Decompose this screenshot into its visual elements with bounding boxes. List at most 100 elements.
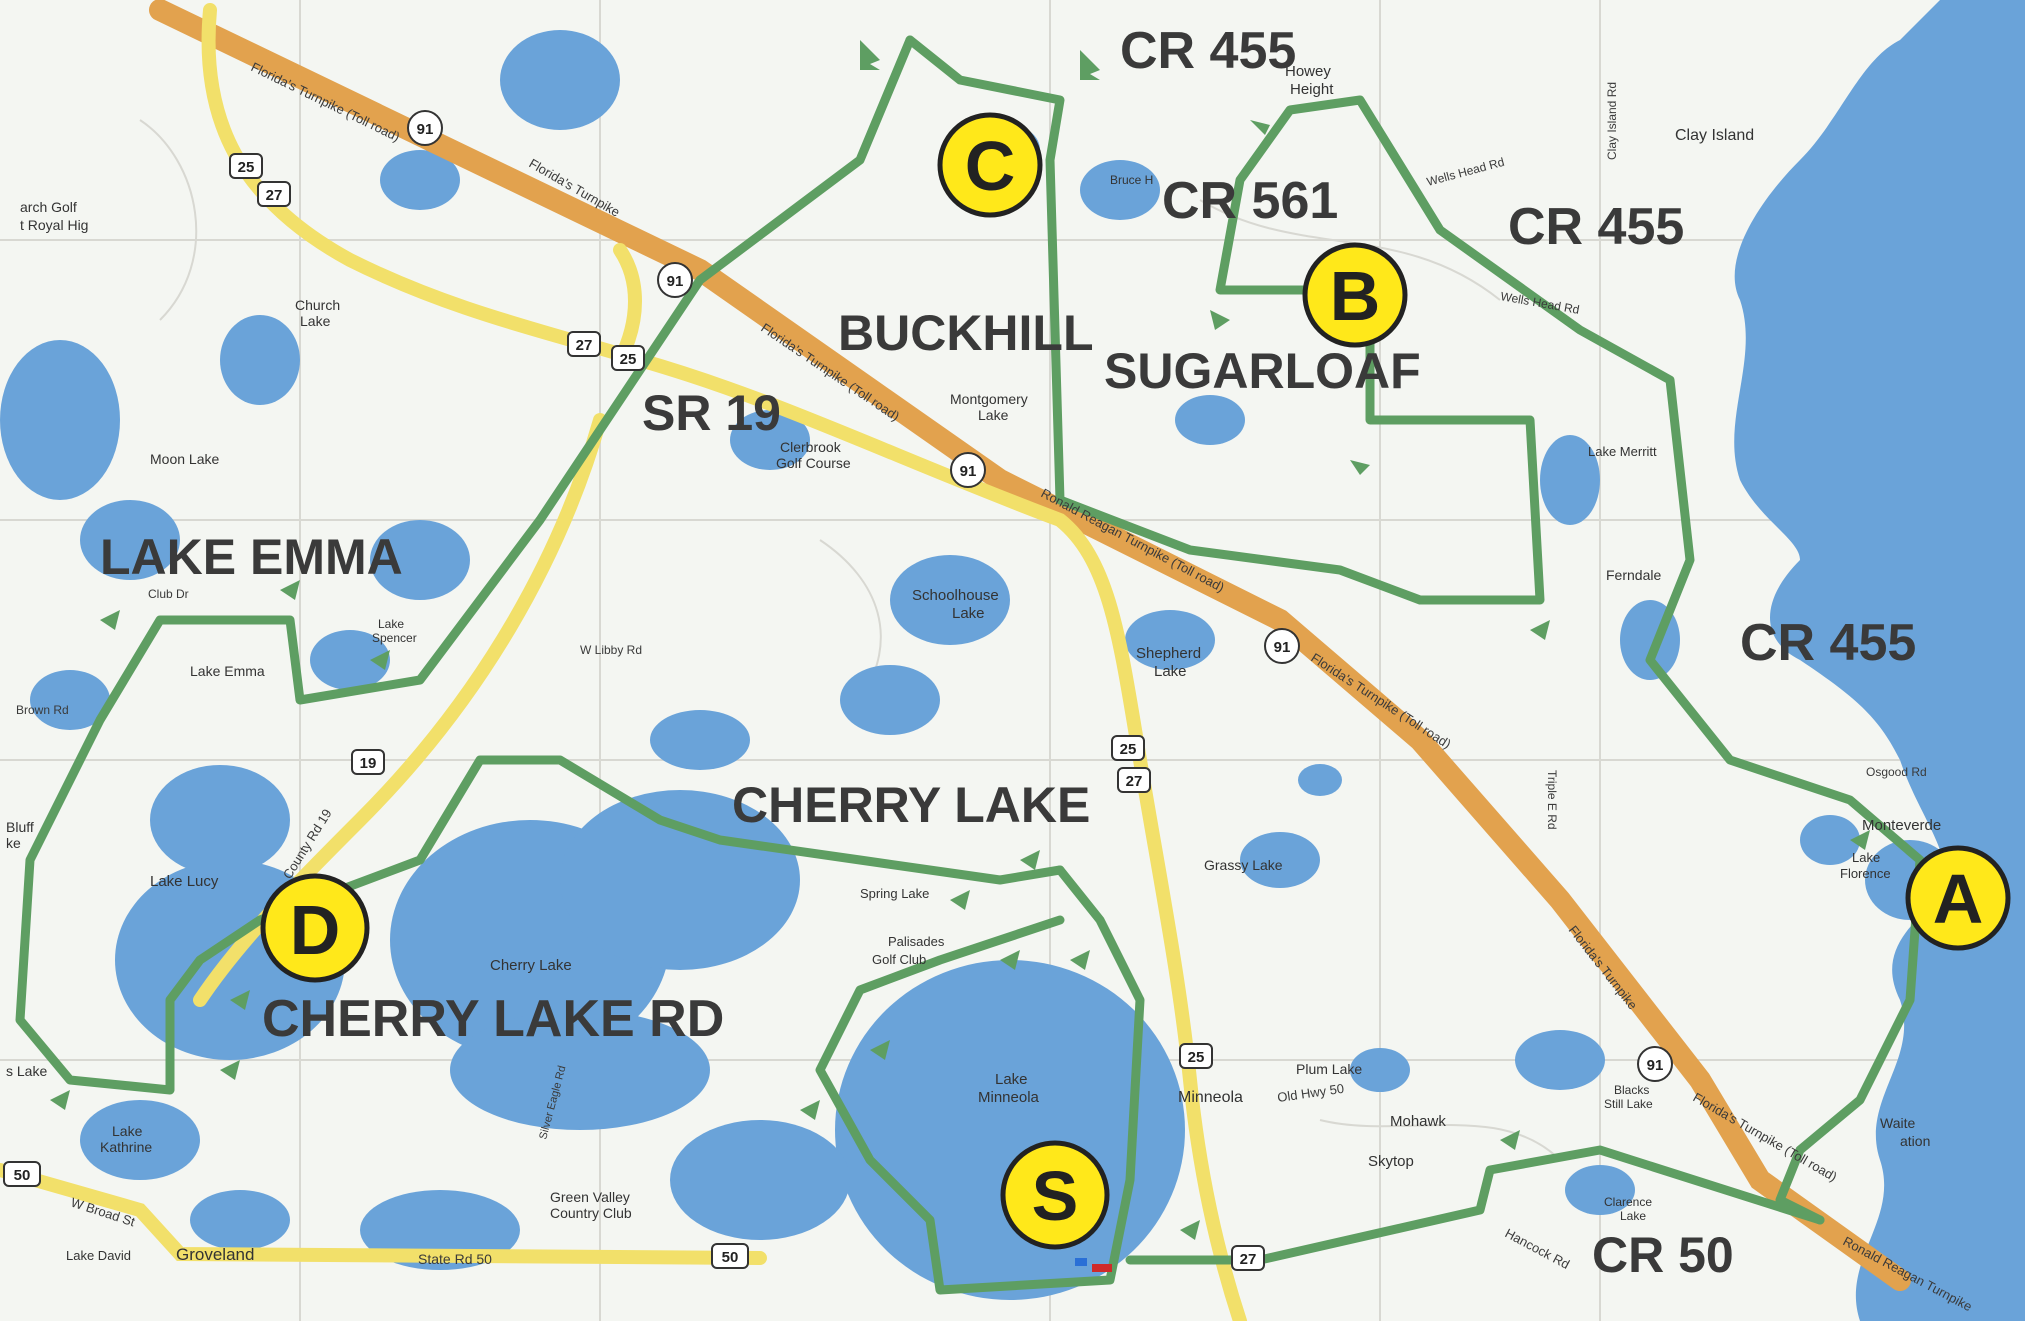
lake-harris: [1734, 0, 2025, 1321]
curved-arrow-icon: [1080, 50, 1100, 80]
place-montgomery-2: Lake: [978, 407, 1009, 423]
place-clerbrook-2: Golf Course: [776, 455, 851, 471]
route-c-d-loop: [15, 35, 1065, 1095]
place-clarence-1: Clarence: [1604, 1195, 1652, 1209]
place-schoolhouse-2: Lake: [952, 605, 985, 622]
checkpoint-d-letter: D: [290, 891, 341, 969]
place-kathrine-2: Kathrine: [100, 1139, 152, 1155]
place-plum-lake: Plum Lake: [1296, 1061, 1362, 1077]
place-minneola-1: Lake: [995, 1071, 1028, 1088]
curved-arrow-icon: [220, 1060, 240, 1080]
curved-arrow-icon: [1350, 460, 1370, 475]
place-florence-2: Florence: [1840, 866, 1891, 881]
place-shepherd-2: Lake: [1154, 663, 1187, 680]
place-montgomery-1: Montgomery: [950, 391, 1028, 407]
shield-label: 25: [620, 351, 637, 368]
curved-arrow-icon: [800, 1100, 820, 1120]
place-lake-lucy: Lake Lucy: [150, 873, 219, 890]
label-lake-emma: LAKE EMMA: [100, 529, 403, 585]
label-cr455-right: CR 455: [1740, 614, 1916, 672]
label-cherry-lake: CHERRY LAKE: [732, 777, 1090, 833]
curved-arrow-icon: [370, 650, 390, 670]
turn-arrows: [50, 40, 1870, 1240]
road-brown-rd: Brown Rd: [16, 703, 69, 717]
route-shield-icon: 50: [711, 1243, 749, 1269]
checkpoint-b-letter: B: [1330, 257, 1381, 335]
place-shepherd-1: Shepherd: [1136, 645, 1201, 662]
curved-arrow-icon: [1530, 620, 1550, 640]
place-monteverde: Monteverde: [1862, 817, 1941, 834]
place-spencer-2: Spencer: [372, 631, 417, 645]
place-spring-lake: Spring Lake: [860, 886, 929, 901]
shield-label: 25: [238, 159, 255, 176]
curved-arrow-icon: [1020, 850, 1040, 870]
shield-label: 27: [266, 187, 283, 204]
route-shield-icon: 25: [1111, 735, 1145, 761]
route-shield-icon: 25: [1179, 1043, 1213, 1069]
route-shield-icon: 25: [229, 153, 263, 179]
road-clay-island-rd: Clay Island Rd: [1605, 82, 1619, 160]
shield-label: 50: [14, 1167, 31, 1184]
place-moon-lake: Moon Lake: [150, 451, 219, 467]
shield-label: 25: [1188, 1049, 1205, 1066]
route-shield-icon: 91: [657, 262, 693, 298]
place-bruce: Bruce H: [1110, 173, 1153, 187]
place-minneola-2: Minneola: [978, 1089, 1040, 1106]
place-lake-emma: Lake Emma: [190, 663, 265, 679]
place-florence-1: Lake: [1852, 850, 1880, 865]
label-cr50: CR 50: [1592, 1227, 1734, 1283]
curved-arrow-icon: [280, 580, 300, 600]
place-bluff-2: ke: [6, 835, 21, 851]
place-cherry-lake: Cherry Lake: [490, 957, 572, 974]
route-minneola-loop: [815, 865, 1145, 1295]
shield-label: 25: [1120, 741, 1137, 758]
route-shield-icon: 91: [1264, 628, 1300, 664]
route-shield-icon: 19: [351, 749, 385, 775]
place-palisades-1: Palisades: [888, 934, 945, 949]
road-state-rd-50: State Rd 50: [418, 1251, 492, 1267]
road-triple-e: Triple E Rd: [1545, 770, 1559, 830]
checkpoint-a-badge: A: [1905, 845, 2011, 951]
turnpike-road: [149, 0, 1911, 1291]
label-cherry-lake-rd: CHERRY LAKE RD: [262, 990, 724, 1048]
label-cr455-mid: CR 455: [1508, 198, 1684, 256]
route-shield-icon: 50: [3, 1161, 41, 1187]
start-flag-blue: [1075, 1258, 1087, 1266]
checkpoint-a-letter: A: [1933, 860, 1984, 938]
curved-arrow-icon: [1250, 120, 1270, 135]
label-cr455-top: CR 455: [1120, 22, 1296, 80]
place-ferndale: Ferndale: [1606, 567, 1661, 583]
shield-label: 91: [417, 121, 434, 138]
place-lake-merritt: Lake Merritt: [1588, 444, 1657, 459]
place-minneola-town: Minneola: [1178, 1089, 1243, 1106]
curved-arrow-icon: [50, 1090, 70, 1110]
checkpoint-s-badge: S: [1000, 1140, 1110, 1250]
start-flag-red: [1092, 1264, 1112, 1272]
curved-arrow-icon: [1850, 830, 1870, 850]
checkpoint-d-badge: D: [260, 873, 370, 983]
label-buckhill: BUCKHILL: [838, 305, 1094, 361]
place-green-valley-2: Country Club: [550, 1205, 632, 1221]
checkpoint-s-letter: S: [1032, 1157, 1079, 1235]
route-shield-icon: 27: [567, 331, 601, 357]
place-church-1: Church: [295, 297, 340, 313]
curved-arrow-icon: [870, 1040, 890, 1060]
road-osgood: Osgood Rd: [1866, 765, 1927, 779]
place-kathrine-1: Lake: [112, 1123, 143, 1139]
place-clerbrook-1: Clerbrook: [780, 439, 842, 455]
route-shield-icon: 91: [407, 110, 443, 146]
route-shield-icon: 91: [950, 452, 986, 488]
place-groveland: Groveland: [176, 1245, 254, 1264]
place-blacks-1: Blacks: [1614, 1083, 1649, 1097]
route-labels: CR 455 CR 561 CR 455 BUCKHILL SUGARLOAF …: [100, 22, 1916, 1283]
place-clay-island: Clay Island: [1675, 127, 1754, 144]
curved-arrow-icon: [860, 40, 880, 70]
checkpoint-c-letter: C: [965, 127, 1016, 205]
route-shield-icon: 27: [257, 181, 291, 207]
place-skytop: Skytop: [1368, 1153, 1414, 1170]
shield-label: 19: [360, 755, 377, 772]
checkpoint-c-badge: C: [937, 112, 1043, 218]
place-clarence-2: Lake: [1620, 1209, 1646, 1223]
